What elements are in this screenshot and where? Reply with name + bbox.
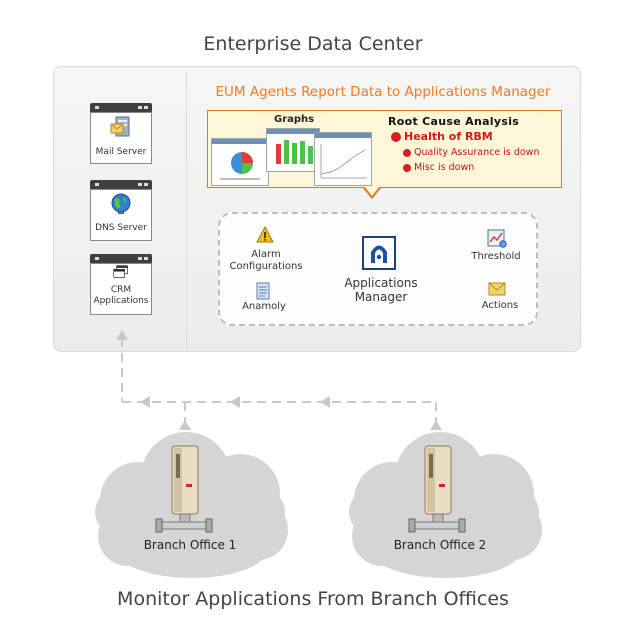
branch-office-1-label: Branch Office 1 [143, 538, 237, 552]
actions-label: Actions [481, 300, 519, 311]
qa-issue: Quality Assurance is down [414, 147, 540, 158]
envelope-icon [488, 282, 506, 296]
anamoly-label: Anamoly [242, 301, 286, 312]
branch-office-1-server-icon [155, 445, 213, 533]
line-graph-thumbnail [314, 132, 372, 186]
crm-windows-icon [113, 265, 128, 278]
pie-chart-icon [220, 152, 260, 180]
alarm-label-2: Configurations [229, 261, 303, 272]
mail-server-tile: Mail Server [90, 103, 152, 164]
dns-server-label: DNS Server [95, 223, 147, 233]
diagram-title: Enterprise Data Center [203, 33, 423, 55]
mail-server-icon [110, 116, 130, 137]
misc-issue: Misc is down [414, 162, 475, 173]
rbm-health-label: Health of RBM [404, 130, 493, 143]
branch-office-2-label: Branch Office 2 [393, 538, 487, 552]
rca-title: Root Cause Analysis [388, 115, 520, 128]
globe-icon [111, 193, 131, 214]
diagram-footer: Monitor Applications From Branch Offices [117, 588, 509, 610]
alert-icon [391, 132, 401, 142]
line-chart-icon [320, 144, 367, 179]
alert-icon-qa [403, 149, 411, 157]
warning-icon [256, 226, 274, 243]
panel-divider [186, 72, 187, 350]
mail-server-label: Mail Server [95, 147, 147, 157]
branch-office-2-server-icon [408, 445, 466, 533]
applications-manager-logo-icon [362, 236, 396, 270]
eum-heading: EUM Agents Report Data to Applications M… [215, 84, 551, 100]
apps-manager-label-2: Manager [354, 290, 408, 304]
crm-applications-label: CRM Applications [93, 285, 149, 306]
bar-graph-thumbnail [266, 128, 320, 172]
dns-server-tile: DNS Server [90, 180, 152, 241]
pie-graph-thumbnail [211, 138, 269, 186]
document-icon [256, 282, 270, 300]
alert-icon-misc [403, 164, 411, 172]
threshold-label: Threshold [471, 251, 521, 262]
bar-chart-icon [276, 140, 313, 164]
alarm-label-1: Alarm [251, 249, 281, 260]
apps-manager-label-1: Applications [344, 276, 418, 290]
threshold-chart-icon [487, 229, 507, 248]
graphs-label: Graphs [274, 114, 315, 125]
crm-applications-tile: CRM Applications [90, 254, 152, 315]
